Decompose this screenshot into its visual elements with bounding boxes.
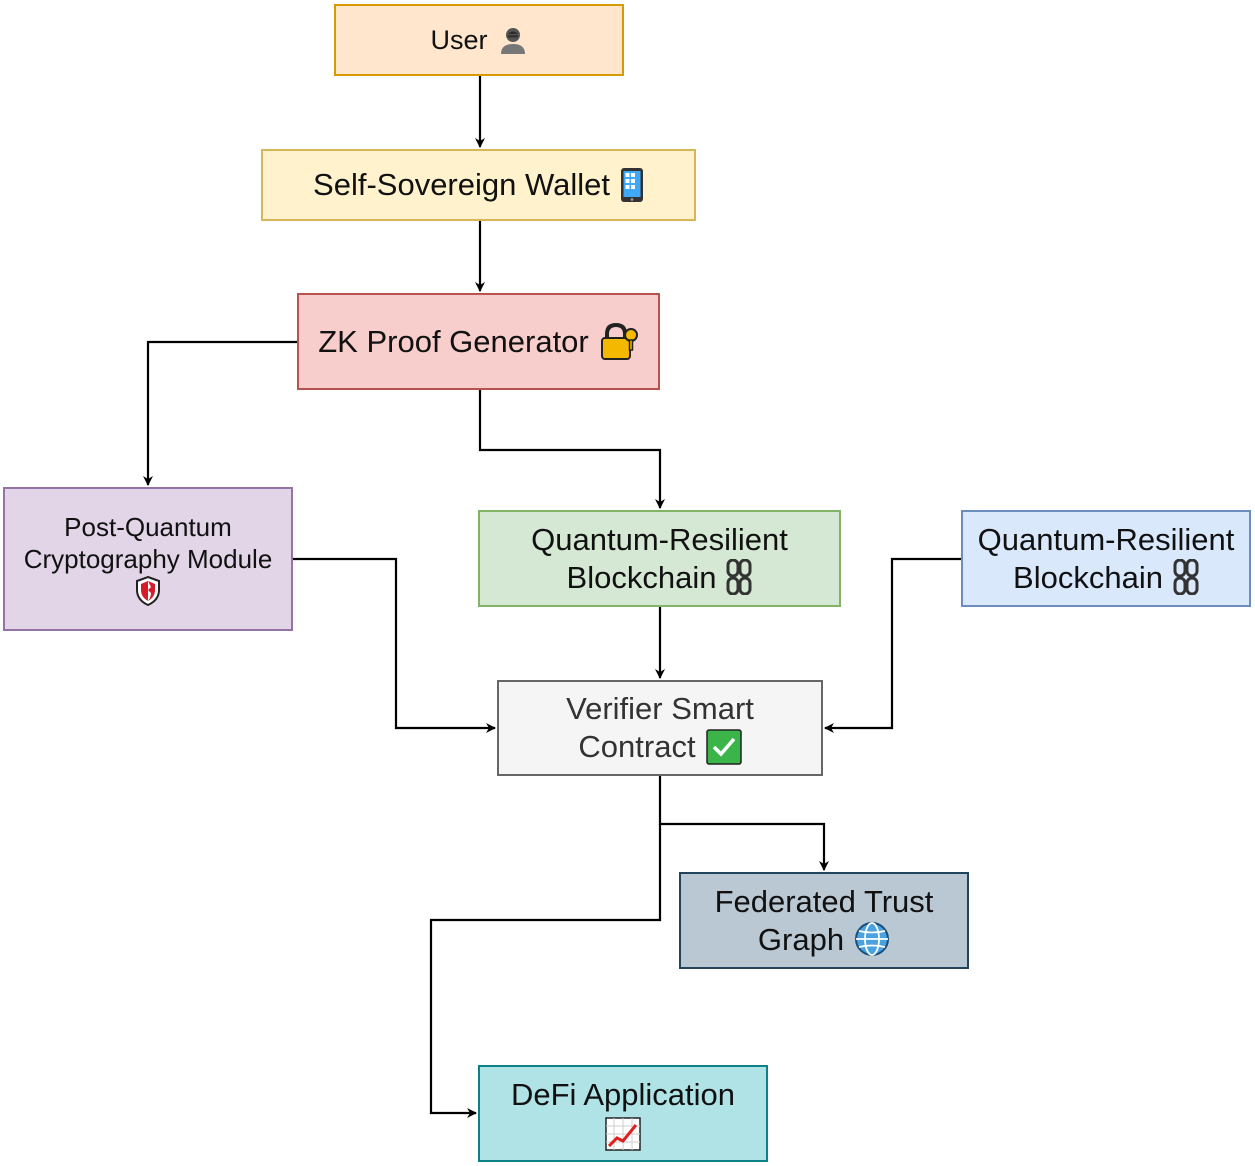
node-verify-line2: Contract — [578, 729, 696, 764]
edge-qrb2-verify — [824, 557, 961, 733]
lock-key-icon — [600, 322, 638, 360]
node-user[interactable]: User — [334, 4, 624, 76]
node-defi-application[interactable]: DeFi Application — [478, 1065, 768, 1162]
chain-link-icon — [726, 559, 752, 596]
node-verify-line1: Verifier Smart — [566, 691, 754, 727]
node-post-quantum-cryptography-module[interactable]: Post-Quantum Cryptography Module — [3, 487, 293, 631]
node-quantum-resilient-blockchain-secondary[interactable]: Quantum-Resilient Blockchain — [961, 510, 1251, 607]
node-pqc-line2: Cryptography Module — [23, 544, 273, 574]
edge-zk-pqc — [143, 340, 297, 486]
edge-verify-defi — [429, 824, 662, 1118]
node-defi-label: DeFi Application — [510, 1076, 735, 1112]
node-quantum-resilient-blockchain-primary[interactable]: Quantum-Resilient Blockchain — [478, 510, 841, 607]
node-verifier-smart-contract[interactable]: Verifier Smart Contract — [497, 680, 823, 776]
edge-verify-fed — [658, 776, 829, 871]
node-fed-line2: Graph — [757, 921, 845, 957]
node-federated-trust-graph[interactable]: Federated Trust Graph — [679, 872, 969, 969]
node-qrb1-line1: Quantum-Resilient — [531, 521, 788, 557]
chart-increasing-icon — [605, 1117, 641, 1152]
edge-zk-qrb1 — [478, 390, 665, 509]
mobile-phone-icon — [620, 168, 643, 202]
edge-pqc-verify — [293, 557, 496, 733]
node-self-sovereign-wallet[interactable]: Self-Sovereign Wallet — [261, 149, 696, 221]
globe-icon — [855, 922, 890, 957]
node-pqc-line1: Post-Quantum — [64, 512, 232, 543]
check-mark-icon — [705, 729, 742, 765]
node-qrb2-line2: Blockchain — [1013, 559, 1163, 595]
node-fed-line1: Federated Trust — [714, 883, 934, 919]
person-icon — [500, 28, 525, 54]
node-qrb2-line1: Quantum-Resilient — [977, 521, 1235, 557]
shield-icon — [136, 575, 160, 606]
node-user-label: User — [430, 24, 488, 55]
node-qrb1-line2: Blockchain — [566, 559, 717, 595]
node-zk-label: ZK Proof Generator — [318, 323, 589, 359]
node-zk-proof-generator[interactable]: ZK Proof Generator — [297, 293, 660, 390]
node-wallet-label: Self-Sovereign Wallet — [313, 167, 610, 203]
chain-link-icon — [1173, 559, 1199, 596]
